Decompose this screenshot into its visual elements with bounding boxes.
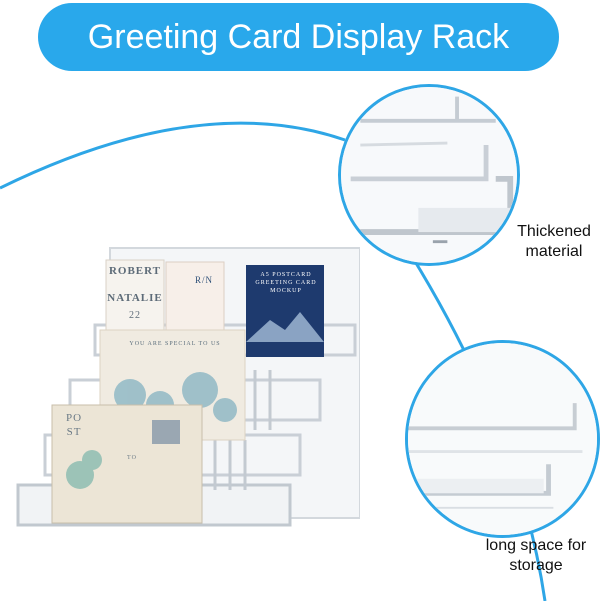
- wedding-card-top: ROBERT: [108, 265, 162, 277]
- caption-top-line2: material: [525, 243, 583, 260]
- card-monogram: [165, 261, 225, 343]
- caption-long-space: long space for storage: [472, 536, 600, 576]
- display-rack: ROBERT NATALIE 22 R/N A5 POSTCARD GREETI…: [0, 230, 361, 540]
- wedding-card-middle: NATALIE: [107, 292, 163, 304]
- mockup-card-line3: MOCKUP: [270, 288, 302, 294]
- floral-card-banner: YOU ARE SPECIAL TO US: [129, 341, 221, 347]
- caption-bottom-line1: long space for: [485, 537, 587, 554]
- caption-top-line1: Thickened: [517, 223, 591, 240]
- left-arc: [0, 121, 346, 190]
- title-banner: Greeting Card Display Rack: [38, 3, 559, 71]
- card-mockup: [246, 265, 324, 357]
- postcard-line1: PO: [65, 412, 83, 424]
- caption-thickened-material: Thickened material: [508, 222, 600, 262]
- postcard-line2: ST: [66, 426, 82, 438]
- mockup-card-line2: GREETING CARD: [255, 280, 317, 286]
- zoom-top-illustration: [341, 87, 517, 263]
- zoom-long-space: [405, 340, 600, 538]
- rack-illustration: [16, 247, 361, 527]
- zoom-thickened-material: [338, 84, 520, 266]
- wedding-card-date: 22: [129, 310, 141, 321]
- postcard-to-label: TO: [127, 455, 137, 461]
- zoom-bottom-illustration: [408, 343, 597, 535]
- banner-title: Greeting Card Display Rack: [87, 17, 510, 56]
- mockup-card-line1: A5 POSTCARD: [260, 272, 312, 278]
- monogram-card-text: R/N: [194, 275, 213, 285]
- caption-bottom-line2: storage: [509, 557, 563, 574]
